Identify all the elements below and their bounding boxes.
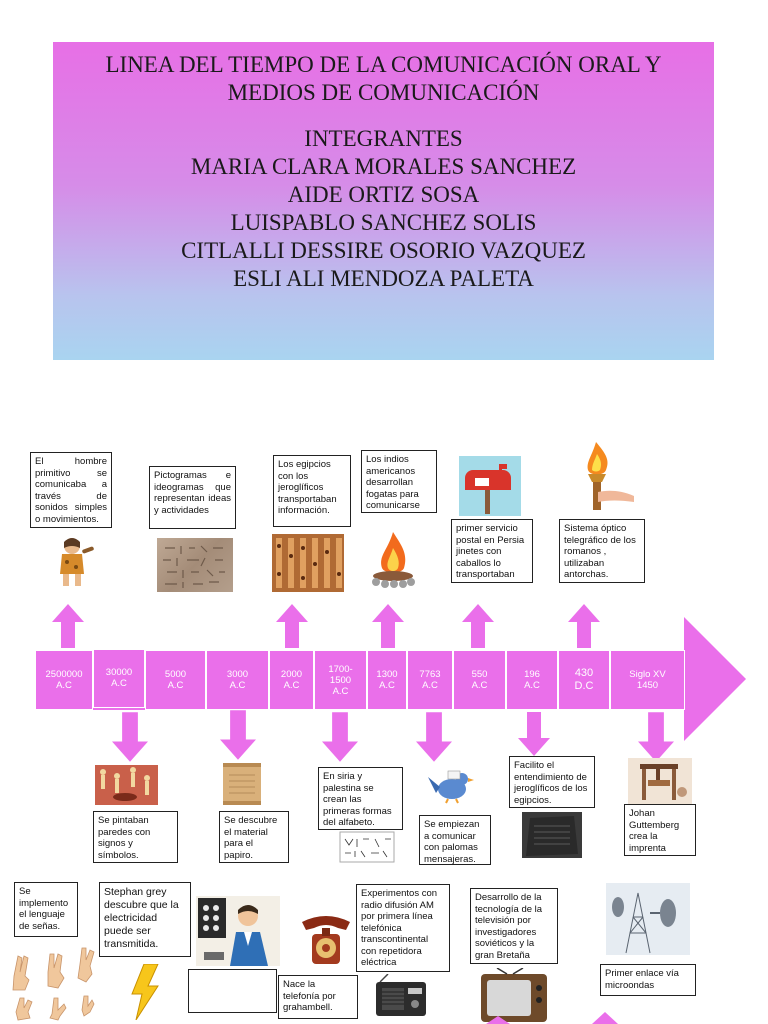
event-servicio-postal: primer servicio postal en Persia jinetes… bbox=[451, 519, 533, 583]
pigeon-icon bbox=[426, 765, 476, 805]
sign-language-hands-image bbox=[4, 942, 98, 1024]
arrow-up-icon bbox=[592, 1012, 618, 1024]
arrow-down-icon bbox=[112, 712, 148, 762]
integrantes-heading: INTEGRANTES bbox=[304, 126, 463, 151]
event-egipcios: Los egipcios con los jeroglíficos transp… bbox=[273, 455, 351, 527]
event-telefonia: Nace la telefonía por grahambell. bbox=[278, 975, 358, 1019]
arrow-up-icon bbox=[52, 604, 84, 648]
telegraph-operator-image bbox=[196, 896, 280, 966]
event-microondas: Primer enlace vía microondas bbox=[600, 964, 696, 996]
arrow-down-icon bbox=[416, 712, 452, 762]
alphabet-symbols-image bbox=[339, 831, 395, 863]
event-pictogramas: Pictogramas e ideogramas que representan… bbox=[149, 466, 236, 529]
arrow-up-icon bbox=[486, 1016, 510, 1024]
printing-press-image bbox=[628, 758, 692, 804]
arrow-up-icon bbox=[372, 604, 404, 648]
arrow-down-icon bbox=[322, 712, 358, 762]
hieroglyphs-image bbox=[272, 534, 344, 592]
member-1: MARIA CLARA MORALES SANCHEZ bbox=[190, 154, 577, 179]
title-line-2: MEDIOS DE COMUNICACIÓN bbox=[227, 80, 540, 105]
event-papiro: Se descubre el material para el papiro. bbox=[219, 811, 289, 863]
event-lenguaje-senas: Se implemento el lenguaje de señas. bbox=[14, 882, 78, 937]
page-title: LINEA DEL TIEMPO DE LA COMUNICACIÓN ORAL… bbox=[53, 51, 714, 107]
campfire-icon bbox=[368, 528, 418, 590]
event-jeroglificos: Facilito el entendimiento de jeroglífico… bbox=[509, 756, 595, 808]
arrow-down-icon bbox=[638, 712, 674, 762]
members-list: INTEGRANTES MARIA CLARA MORALES SANCHEZ … bbox=[53, 125, 714, 293]
event-pintaban-paredes: Se pintaban paredes con signos y símbolo… bbox=[93, 811, 178, 863]
event-palomas: Se empiezan a comunicar con palomas mens… bbox=[419, 815, 491, 865]
timeline-bar bbox=[35, 650, 685, 710]
event-imprenta: Johan Guttemberg crea la imprenta bbox=[624, 804, 696, 856]
papyrus-scroll-image bbox=[219, 761, 265, 807]
microwave-antenna-image bbox=[606, 883, 690, 955]
timeline-arrowhead bbox=[684, 617, 746, 741]
event-electricidad: Stephan grey descubre que la electricida… bbox=[99, 882, 191, 957]
torch-icon bbox=[580, 440, 638, 512]
event-sistema-optico: Sistema óptico telegráfico de los romano… bbox=[559, 519, 645, 583]
event-hombre-primitivo: El hombre primitivo se comunicaba a trav… bbox=[30, 452, 112, 528]
cave-painting-image bbox=[95, 765, 158, 805]
event-radio-difusion: Experimentos con radio difusión AM por p… bbox=[356, 884, 450, 972]
arrow-down-icon bbox=[220, 710, 256, 760]
arrow-up-icon bbox=[462, 604, 494, 648]
member-2: AIDE ORTIZ SOSA bbox=[287, 182, 480, 207]
pictograms-stone-image bbox=[157, 538, 233, 592]
title-panel: LINEA DEL TIEMPO DE LA COMUNICACIÓN ORAL… bbox=[53, 42, 714, 360]
event-alfabeto: En siria y palestina se crean las primer… bbox=[318, 767, 403, 830]
vintage-tv-image bbox=[467, 968, 563, 1024]
member-3: LUISPABLO SANCHEZ SOLIS bbox=[230, 210, 537, 235]
member-5: ESLI ALI MENDOZA PALETA bbox=[233, 266, 534, 291]
rosetta-stone-image bbox=[522, 812, 582, 858]
title-line-1: LINEA DEL TIEMPO DE LA COMUNICACIÓN ORAL… bbox=[105, 52, 662, 77]
mailbox-icon bbox=[459, 456, 521, 516]
event-telegrafia bbox=[188, 969, 277, 1013]
lightning-bolt-icon bbox=[130, 964, 160, 1020]
event-television: Desarrollo de la tecnología de la televi… bbox=[470, 888, 558, 964]
antique-telephone-image bbox=[298, 908, 354, 968]
arrow-up-icon bbox=[568, 604, 600, 648]
caveman-image bbox=[52, 534, 96, 588]
arrow-down-icon bbox=[518, 712, 550, 756]
radio-icon bbox=[374, 974, 428, 1018]
arrow-up-icon bbox=[276, 604, 308, 648]
member-4: CITLALLI DESSIRE OSORIO VAZQUEZ bbox=[181, 238, 586, 263]
event-indios-americanos: Los indios americanos desarrollan fogata… bbox=[361, 450, 437, 513]
